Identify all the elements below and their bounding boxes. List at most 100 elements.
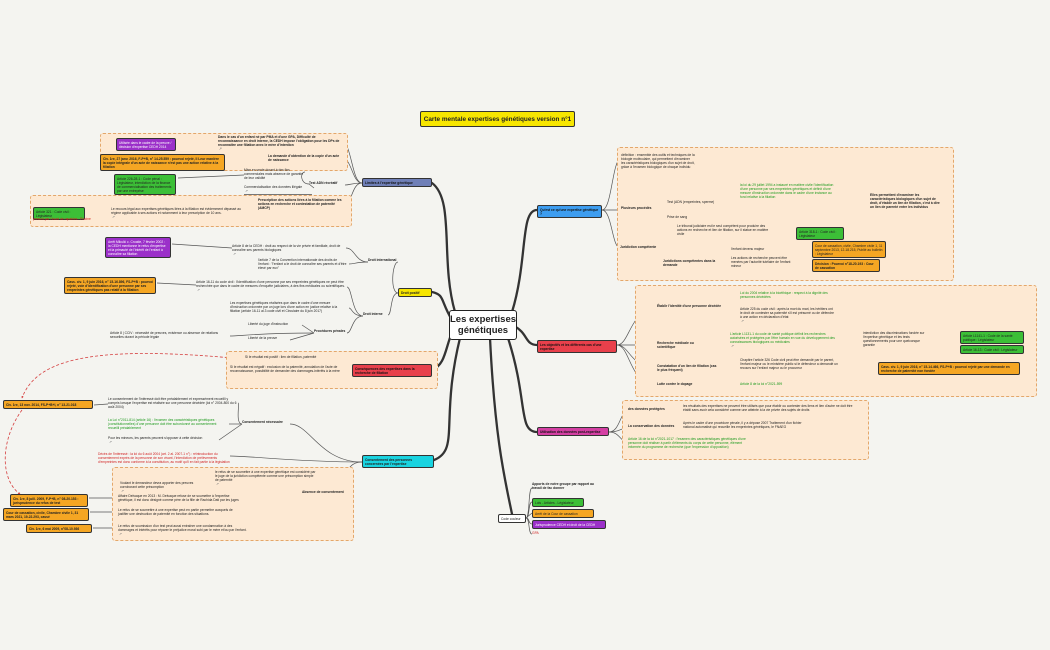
node-r-tribunal[interactable]: Le tribunal judiciaire est le seul compé…: [677, 224, 773, 236]
node-l-libpreuve[interactable]: Liberté de la preuve: [248, 336, 288, 340]
node-b-consentement[interactable]: Consentement des personnes concernées pa…: [362, 455, 434, 469]
node-l-cas1[interactable]: Civ. 1re, 8 juill. 2009, F-P+B, n° 08-20…: [10, 494, 88, 508]
node-l-art16[interactable]: Article 16-11 du code civil : l'identifi…: [196, 280, 346, 292]
node-text: Pour les mineurs, les parents peuvent s'…: [108, 436, 203, 440]
node-r-interd[interactable]: interdiction des discriminations fondée …: [863, 331, 931, 347]
node-r-loi2004[interactable]: Loi du 2004 relative à la bioéthique : r…: [740, 291, 830, 299]
node-b-utilisation[interactable]: Utilisation des données post-expertise: [537, 427, 609, 437]
node-l-absence[interactable]: Absence de consentement: [302, 490, 348, 494]
node-l-sires[interactable]: Si le résultat est positif : lien de fil…: [245, 355, 325, 359]
node-r-loi94[interactable]: la loi du 29 juillet 1994 a instauré en …: [740, 183, 836, 199]
node-r-const[interactable]: Constatation d'un lien de filiation (cas…: [657, 364, 717, 372]
node-l-refus3[interactable]: Le refus de soumission d'un test peut au…: [118, 524, 248, 536]
node-r-art16l[interactable]: Article 16 de la loi n°2021-1017 : l'exa…: [628, 437, 748, 449]
node-r-art2[interactable]: Article 318-1 : Code civil : Législateur: [796, 227, 844, 241]
node-l-grn1[interactable]: Article 226-28-1 : Code pénal : Législat…: [114, 174, 176, 196]
node-c-apport[interactable]: Apports de notre groupe par rapport au t…: [532, 482, 598, 490]
node-r-dec[interactable]: Décision : Pourvoi n°18-20.193 : Cour de…: [812, 259, 880, 273]
node-r-resultats[interactable]: les résultats des expertises ne peuvent …: [683, 404, 859, 412]
node-l-mineurs[interactable]: Pour les mineurs, les parents peuvent s'…: [108, 436, 218, 444]
node-l-consent[interactable]: Le consentement de l'intéressé doit être…: [108, 397, 238, 409]
node-l-prescr[interactable]: Prescription des actions liées à la fili…: [258, 198, 344, 210]
node-r-chap[interactable]: Chapitre l'article 326 Code civil peut ê…: [740, 358, 844, 370]
node-text: Arrêt Mikulić c. Croatie, 7 février 2002…: [108, 239, 166, 256]
node-text: Le consentement de l'intéressé doit être…: [108, 397, 237, 410]
node-r-lutte[interactable]: Lutte contre le dopage: [657, 382, 695, 386]
node-text: Consentement nécessaire: [242, 420, 283, 424]
node-l-droitint2[interactable]: Droit interne: [363, 312, 387, 316]
node-c-cedh[interactable]: Jurisprudence CEDH et droit de la CEDH: [532, 520, 606, 530]
node-l-cass-org[interactable]: Civ. 1re, 13 nov. 2014, FS-P+B+I, n° 13-…: [3, 400, 93, 410]
node-r-grn1[interactable]: Article L1141-1 : Code de la santé publi…: [960, 331, 1024, 345]
node-r-recherche[interactable]: Recherche médicale ou scientifique: [657, 341, 713, 349]
node-l-refus2[interactable]: Le refus de se soumettre à une expertise…: [118, 508, 244, 516]
node-l-art7[interactable]: l'article 7 de la Convention internation…: [258, 258, 348, 270]
node-r-plusieurs[interactable]: Plusieurs procédés: [621, 206, 655, 210]
node-b-objectifs[interactable]: Les objectifs et les différents cas d'un…: [537, 340, 617, 354]
node-l-liberte[interactable]: Liberté du juge d'instruction: [248, 322, 300, 326]
node-r-art2011[interactable]: Article 8 de la loi n°2021-599: [740, 382, 800, 386]
node-text: Liberté du juge d'instruction: [248, 322, 289, 326]
node-l-art10[interactable]: Article 8 | CCIV : nécessité de preuves,…: [110, 331, 230, 339]
node-text: Chapitre l'article 326 Code civil peut ê…: [740, 358, 838, 371]
node-text: Cour de cassation, civile, Chambre civil…: [6, 510, 79, 519]
node-l-dec[interactable]: Décès de l'intéressé : la loi du 6 août …: [98, 452, 230, 464]
node-c-gpa[interactable]: GPA: [532, 531, 560, 535]
node-l-comm[interactable]: Commercialisation des données illégale: [244, 185, 312, 196]
node-l-art8[interactable]: Article 8 de la CEDH : droit au respect …: [232, 244, 344, 256]
node-r-enfant[interactable]: l'enfant devenu majeur: [731, 247, 769, 251]
node-l-pma[interactable]: Dans le cas d'un enfant né par PMA et d'…: [218, 135, 340, 151]
node-l-pma-pur[interactable]: Utilisée dans le cadre de la preuve / dé…: [116, 138, 176, 152]
node-text: Le tribunal judiciaire est le seul compé…: [677, 224, 769, 237]
node-l-refus[interactable]: le refus de se soumettre à une expertise…: [215, 470, 317, 486]
node-r-juridc[interactable]: Juridictions compétentes dans la demande: [663, 259, 723, 267]
node-text: Cass. civ. 1, 9 juin 2016, n° 15-16.896,…: [67, 279, 154, 292]
node-l-consnec[interactable]: Consentement nécessaire: [242, 420, 290, 424]
node-c-leg[interactable]: Lois - Articles - Législateur: [532, 498, 584, 508]
node-l-mise[interactable]: Mise en vente durant à des fins commerci…: [244, 168, 304, 180]
node-c-code[interactable]: Code couleur: [498, 514, 526, 524]
node-l-tadn[interactable]: Test ADN récréatif: [309, 181, 343, 185]
node-l-rejet[interactable]: La demande d'obtention de la copie d'un …: [268, 154, 340, 162]
node-text: Les actions de recherche peuvent être me…: [731, 256, 791, 269]
node-b-quest[interactable]: Qu'est ce qu'une expertise génétique ?: [537, 205, 602, 219]
node-r-ellep[interactable]: Elles permettent d'examiner les caractér…: [870, 193, 940, 209]
node-r-art225[interactable]: Article 225 du code civil : après la mor…: [740, 307, 834, 323]
node-r-etab[interactable]: Établir l'identité d'une personne décédé…: [657, 304, 723, 308]
node-l-droitint[interactable]: Droit international: [368, 258, 398, 262]
node-r-jurid[interactable]: Juridiction compétente: [620, 245, 658, 249]
node-b-limites[interactable]: Limites à l'expertise génétique: [362, 178, 432, 188]
node-r-org3[interactable]: Cass. civ. 1, 9 juin 2016, n° 15-14.466,…: [878, 362, 1020, 376]
node-text: Lois - Articles - Législateur: [535, 500, 574, 505]
node-r-cass3[interactable]: Cour de cassation, civile, Chambre civil…: [812, 241, 886, 259]
node-text: Mise en vente durant à des fins commerci…: [244, 168, 304, 181]
node-l-cass[interactable]: Cass. civ. 1, 9 juin 2016, n° 15-16.896,…: [64, 277, 156, 295]
node-r-art1131[interactable]: L'article L1131-1 du code de santé publi…: [730, 332, 840, 348]
node-b-consequences[interactable]: Conséquences des expertises dans la rech…: [352, 364, 432, 378]
node-r-apres[interactable]: Après le cadre d'une procédure pénale, i…: [683, 421, 803, 429]
node-r-test[interactable]: Test (ADN (empreintes, sperme): [667, 200, 721, 204]
node-r-actions[interactable]: Les actions de recherche peuvent être me…: [731, 256, 791, 268]
node-l-pas[interactable]: prescrit par l'écart de rapatries : Pisc…: [33, 217, 93, 221]
node-l-affaire[interactable]: Affaire Delvaque en 2013 : M. Delvaque r…: [118, 494, 244, 502]
node-text: Dans le cas d'un enfant né par PMA et d'…: [218, 135, 340, 148]
node-l-procpen[interactable]: Procédures pénales: [314, 329, 346, 333]
node-l-art321[interactable]: Article 321 : Code civil : Législateur: [33, 207, 85, 221]
node-l-cas2[interactable]: Cour de cassation, civile, Chambre civil…: [3, 508, 89, 522]
node-l-pur-cedh[interactable]: Arrêt Mikulić c. Croatie, 7 février 2002…: [105, 237, 171, 259]
node-r-conserv[interactable]: La conservation des données: [628, 424, 676, 428]
node-r-prise[interactable]: Prise de sang: [667, 215, 693, 219]
node-r-grn2[interactable]: Article 16-13 : Code civil : Législateur: [960, 345, 1024, 355]
central-topic[interactable]: Les expertises génétiques: [449, 310, 517, 340]
node-l-voulant[interactable]: Voulant le demandeur devra apporter des …: [120, 481, 210, 493]
node-l-expertises[interactable]: Les expertises génétiques réalisées que …: [230, 301, 348, 313]
node-l-cas3[interactable]: Civ. 1re, 6 mai 2009, n°08-10.936: [26, 524, 92, 534]
node-r-def[interactable]: définition : ensemble des outils et tech…: [621, 153, 695, 169]
node-l-rejet-org[interactable]: Civ. 1re, 27 janv. 2016, F-P+B, n° 14-25…: [100, 154, 225, 172]
node-l-encadre[interactable]: Le recours légal aux expertises génétiqu…: [111, 207, 249, 219]
node-b-droitpos[interactable]: Droit positif: [398, 288, 432, 298]
node-c-jur[interactable]: Arrêt de la Cour de cassation: [532, 509, 594, 519]
node-l-loi[interactable]: La Loi n°2011-814 (article 16) : l'exame…: [108, 418, 228, 430]
node-r-donnees[interactable]: des données protégées: [628, 407, 668, 411]
node-l-sineg[interactable]: Si le résultat est négatif : exclusion d…: [230, 365, 348, 373]
